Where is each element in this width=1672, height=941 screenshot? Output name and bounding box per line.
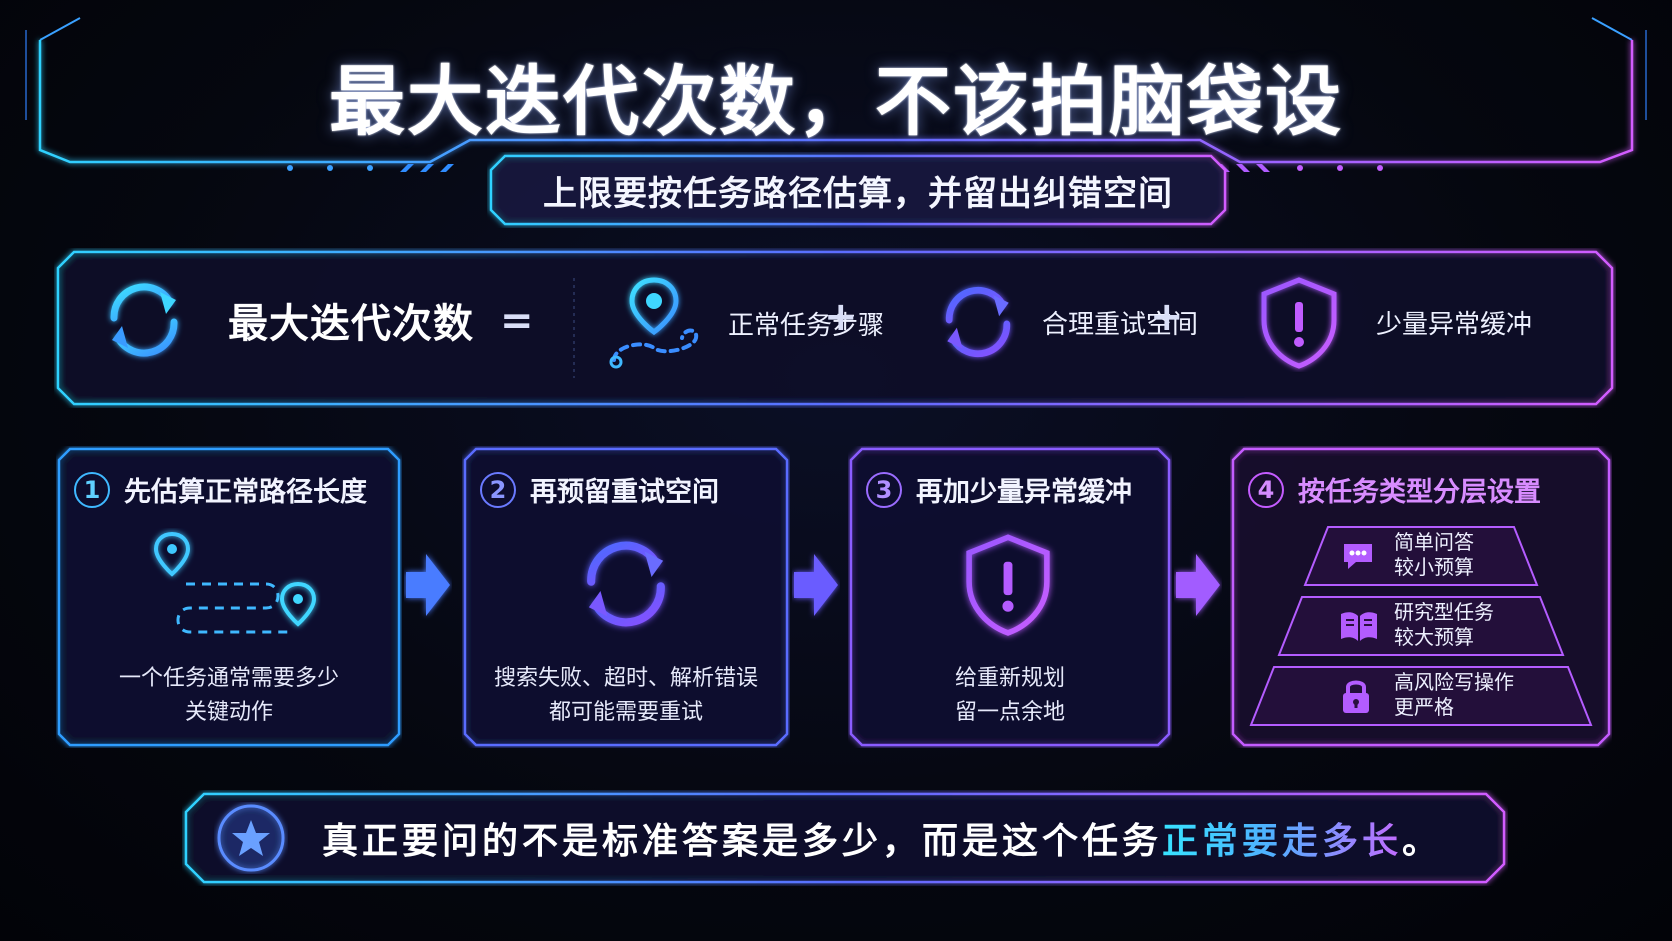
card-title: 再预留重试空间: [530, 477, 719, 508]
formula-term-1: 正常任务步骤: [604, 268, 884, 378]
quote-bar: 真正要问的不是标准答案是多少，而是这个任务正常要走多长。: [182, 790, 1508, 886]
tier-text: 高风险写操作 更严格: [1394, 670, 1514, 720]
formula-frame: [56, 250, 1614, 406]
plus-sign-1: +: [824, 294, 858, 340]
desc-line-1: 给重新规划: [954, 666, 1065, 691]
pyramid-tier-1: 简单问答 较小预算: [1302, 524, 1540, 588]
desc-line-1: 一个任务通常需要多少: [118, 666, 339, 691]
shield-alert-icon: [966, 534, 1050, 636]
quote-highlight: 正常要走多长: [1162, 812, 1402, 864]
tier-line-2: 较小预算: [1394, 555, 1474, 579]
plus-sign-2: +: [1150, 294, 1184, 340]
card-header: 2 再预留重试空间: [480, 470, 719, 509]
title-frame: [25, 17, 1647, 172]
arrow-icon: [406, 554, 450, 616]
refresh-icon: [587, 541, 665, 627]
tier-line-1: 高风险写操作: [1394, 670, 1514, 694]
arrow-icon: [794, 554, 838, 616]
step-card-2: 2 再预留重试空间 搜索失败、超时、解析错误 都可能需要重试: [462, 446, 790, 748]
formula-term-2-label: 合理重试空间: [1042, 309, 1199, 340]
step-number: 2: [480, 471, 516, 508]
card-header: 3 再加少量异常缓冲: [866, 470, 1132, 509]
tier-line-1: 简单问答: [1394, 530, 1474, 554]
quote-frame: [184, 792, 1506, 884]
formula-term-2: 合理重试空间: [930, 274, 1198, 370]
tier-frame: [1249, 666, 1593, 726]
step-card-4: 4 按任务类型分层设置 简单问答 较小预算 研究型任务 较大预算: [1230, 446, 1612, 748]
shield-alert-icon: [1261, 277, 1337, 369]
step-number: 1: [74, 471, 110, 508]
card-header: 4 按任务类型分层设置: [1248, 470, 1541, 509]
tier-frame: [1303, 526, 1539, 586]
card-description: 给重新规划 留一点余地: [848, 662, 1172, 730]
route-icon: [609, 277, 699, 369]
pyramid-tier-3: 高风险写操作 更严格: [1248, 664, 1594, 728]
path-icon: [153, 531, 317, 634]
subtitle-frame: [489, 154, 1227, 226]
pyramid-tier-2: 研究型任务 较大预算: [1276, 594, 1566, 658]
formula-panel: 最大迭代次数 = 正常任务步骤 + 合理重试空间 + 少量异常缓冲: [54, 248, 1616, 408]
card-frame: [463, 447, 789, 747]
subtitle-banner: 上限要按任务路径估算，并留出纠错空间: [487, 152, 1229, 228]
formula-lhs-label: 最大迭代次数: [228, 301, 474, 347]
step-number: 3: [866, 471, 902, 508]
tier-line-2: 更严格: [1394, 695, 1454, 719]
quote-end: 。: [1402, 821, 1443, 862]
card-description: 搜索失败、超时、解析错误 都可能需要重试: [462, 662, 790, 730]
formula-lhs: 最大迭代次数: [94, 270, 474, 370]
card-description: 一个任务通常需要多少 关键动作: [56, 662, 402, 730]
lock-icon: [1343, 680, 1369, 713]
desc-line-1: 搜索失败、超时、解析错误: [493, 666, 758, 691]
formula-term-3: 少量异常缓冲: [1254, 272, 1532, 372]
desc-line-2: 都可能需要重试: [548, 700, 703, 725]
star-icon: [217, 804, 285, 872]
page-title: 最大迭代次数，不该拍脑袋设: [329, 57, 1343, 146]
card-title: 按任务类型分层设置: [1298, 477, 1541, 508]
desc-line-2: 关键动作: [184, 700, 273, 725]
card-header: 1 先估算正常路径长度: [74, 470, 367, 509]
step-number: 4: [1248, 471, 1284, 508]
card-frame: [57, 447, 401, 747]
quote-text: 真正要问的不是标准答案是多少，而是这个任务正常要走多长。: [322, 790, 1442, 886]
formula-term-3-label: 少量异常缓冲: [1376, 309, 1533, 340]
step-card-3: 3 再加少量异常缓冲 给重新规划 留一点余地: [848, 446, 1172, 748]
step-card-1: 1 先估算正常路径长度 一个任务通常需要多少 关键动作: [56, 446, 402, 748]
quote-part1: 真正要问的不是标准答案是多少，而是这个任务: [322, 821, 1163, 862]
subtitle: 上限要按任务路径估算，并留出纠错空间: [543, 173, 1173, 214]
tier-text: 研究型任务 较大预算: [1394, 600, 1494, 650]
tier-line-1: 研究型任务: [1394, 600, 1494, 624]
chat-icon: [1344, 544, 1372, 569]
refresh-icon: [945, 286, 1011, 358]
refresh-icon: [110, 283, 178, 357]
tier-frame: [1277, 596, 1565, 656]
tier-line-2: 较大预算: [1394, 625, 1474, 649]
book-icon: [1341, 612, 1377, 641]
equals-sign: =: [500, 298, 534, 344]
tier-text: 简单问答 较小预算: [1394, 530, 1474, 580]
card-title: 先估算正常路径长度: [124, 477, 367, 508]
card-title: 再加少量异常缓冲: [916, 477, 1132, 508]
formula-term-1-label: 正常任务步骤: [728, 310, 885, 341]
desc-line-2: 留一点余地: [954, 700, 1065, 725]
arrow-icon: [1176, 554, 1220, 616]
card-frame: [849, 447, 1171, 747]
